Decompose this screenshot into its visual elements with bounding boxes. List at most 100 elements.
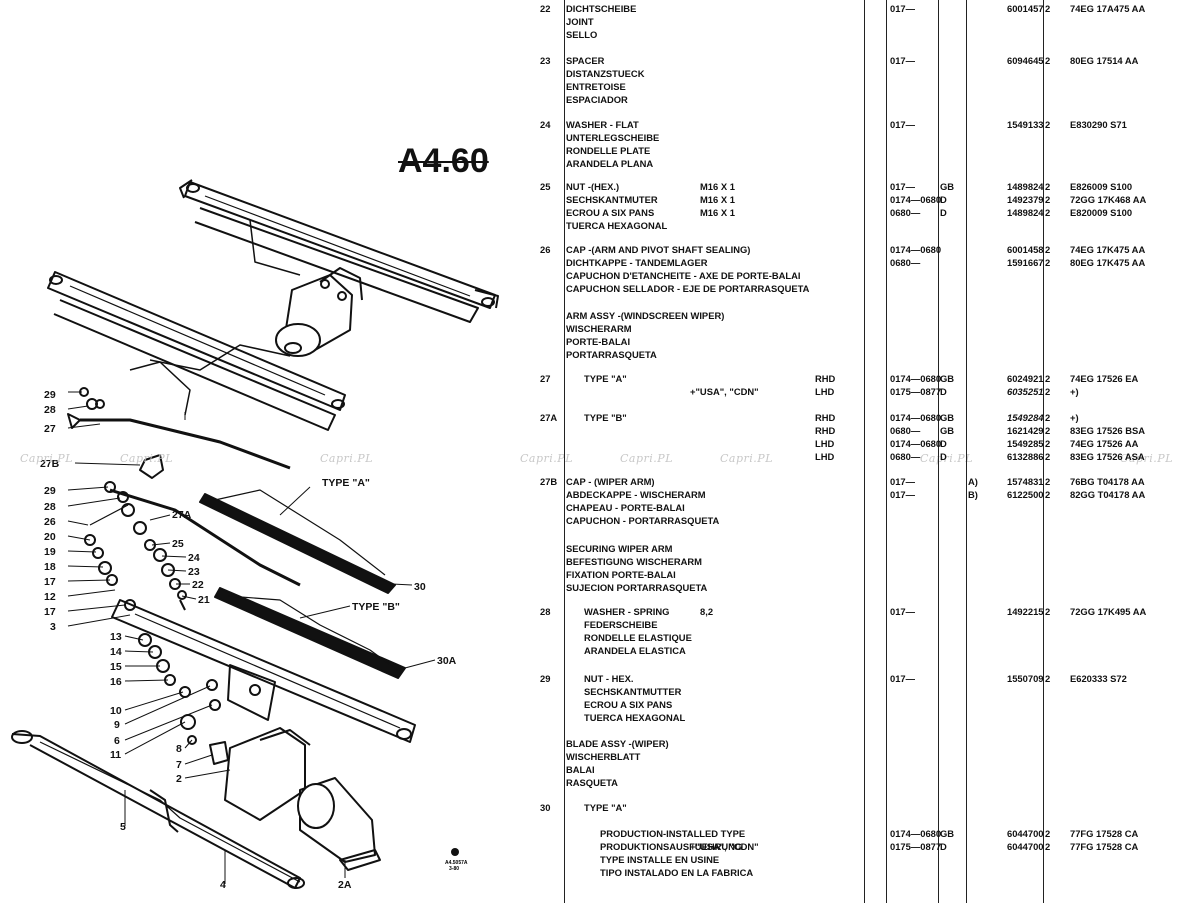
desc-line: RASQUETA <box>566 777 618 788</box>
watermark: Capri.PL <box>320 452 373 465</box>
date-line: 017— <box>890 673 916 684</box>
desc-line: WASHER - FLAT <box>566 119 639 130</box>
side-line: LHD <box>815 438 835 449</box>
callout-6: 6 <box>114 735 120 747</box>
mkt-line: D <box>940 386 947 397</box>
descI-line: RONDELLE ELASTIQUE <box>584 632 692 643</box>
callout-12: 12 <box>44 591 56 603</box>
ref-number: 24 <box>540 119 551 130</box>
callout-25: 25 <box>172 538 184 550</box>
callout-17: 17 <box>44 576 56 588</box>
desc-line: NUT -(HEX.) <box>566 181 620 192</box>
date-line: 017— <box>890 3 916 14</box>
descI-line: FEDERSCHEIBE <box>584 619 658 630</box>
date-line: 0680— <box>890 425 921 436</box>
callout-2: 2 <box>176 773 182 785</box>
qty-line: 2 <box>1045 425 1051 436</box>
ref-number: 28 <box>540 606 551 617</box>
cell-qty: 2 <box>1045 605 1050 618</box>
qty-line: 2 <box>1045 194 1051 205</box>
eng-line: 80EG 17514 AA <box>1070 55 1139 66</box>
callout-30a: 30A <box>437 655 457 667</box>
linkage-frame-upper <box>179 179 499 323</box>
diagram-ref-code: A4.5057A <box>445 860 468 866</box>
descII-line: TYPE INSTALLE EN USINE <box>600 854 720 865</box>
note-line: B) <box>968 489 978 500</box>
mkt-line: D <box>940 207 947 218</box>
desc-line: TUERCA HEXAGONAL <box>566 220 668 231</box>
date-line: 017— <box>890 476 916 487</box>
qty-line: 2 <box>1045 476 1051 487</box>
cell-descI: TYPE "B" <box>584 411 627 424</box>
mkt-line: D <box>940 451 947 462</box>
callout-13: 13 <box>110 631 122 643</box>
eng-line: 77FG 17528 CA <box>1070 841 1139 852</box>
callout-type-a: TYPE "A" <box>322 477 370 489</box>
pn-line: 1574831 <box>1007 476 1044 487</box>
desc-line: ECROU A SIX PANS <box>566 207 655 218</box>
callout-23: 23 <box>188 566 200 578</box>
date-line: 017— <box>890 489 916 500</box>
qty-line: 2 <box>1045 373 1051 384</box>
callout-29-b: 29 <box>44 485 56 497</box>
callout-18: 18 <box>44 561 56 573</box>
callout-labels: 29 28 27 27B TYPE "A" 29 28 26 20 19 18 … <box>40 389 457 891</box>
linkage-frame-lower <box>111 599 416 743</box>
wiper-arm-cap <box>139 454 164 479</box>
qty-line: 2 <box>1045 673 1051 684</box>
pn-line: 6001457 <box>1007 3 1044 14</box>
mkt-line: GB <box>940 828 955 839</box>
qual-line: +"USA", "CDN" <box>690 841 759 852</box>
callout-22: 22 <box>192 579 204 591</box>
eng-line: 74EG 17K475 AA <box>1070 244 1146 255</box>
cell-date: 017— <box>890 118 915 131</box>
desc-line: ENTRETOISE <box>566 81 626 92</box>
callout-19: 19 <box>44 546 56 558</box>
cell-pn: 6094645 <box>1007 54 1044 67</box>
mkt-line: GB <box>940 425 955 436</box>
descI-line: NUT - HEX. <box>584 673 634 684</box>
pn-line: 1549285 <box>1007 438 1044 449</box>
cell-mkt: GB D <box>940 372 954 398</box>
leader-lines <box>67 391 436 884</box>
watermark: Capri.PL <box>520 452 573 465</box>
date-line: 0680— <box>890 207 921 218</box>
callout-21: 21 <box>198 594 210 606</box>
qty-line: 2 <box>1045 606 1051 617</box>
desc-line: PORTE-BALAI <box>566 336 631 347</box>
cell-spec: 8,2 <box>700 605 713 618</box>
ref-number: 26 <box>540 244 551 255</box>
column-divider-date <box>938 0 939 903</box>
date-line: 017— <box>890 606 916 617</box>
ref-number: 22 <box>540 3 551 14</box>
desc-line: CAPUCHON - PORTARRASQUETA <box>566 515 720 526</box>
descI-line: TYPE "A" <box>584 802 627 813</box>
mkt-line: GB <box>940 373 955 384</box>
callout-3: 3 <box>50 621 56 633</box>
cell-eng: 74EG 17526 EA+) <box>1070 372 1138 398</box>
callout-16: 16 <box>110 676 122 688</box>
desc-line: BEFESTIGUNG WISCHERARM <box>566 556 702 567</box>
side-line: LHD <box>815 451 835 462</box>
desc-line: SELLO <box>566 29 598 40</box>
pn-line: 6035251 <box>1007 386 1044 397</box>
qty-line: 2 <box>1045 257 1051 268</box>
side-line: RHD <box>815 412 836 423</box>
qty-line: 2 <box>1045 828 1051 839</box>
page-code: A4.60 <box>398 142 489 180</box>
cell-eng: 80EG 17514 AA <box>1070 54 1138 67</box>
pn-line: 6122500 <box>1007 489 1044 500</box>
desc-line: SPACER <box>566 55 605 66</box>
callout-4: 4 <box>220 879 226 891</box>
desc-line: UNTERLEGSCHEIBE <box>566 132 660 143</box>
ref-number: 27B <box>540 476 558 487</box>
